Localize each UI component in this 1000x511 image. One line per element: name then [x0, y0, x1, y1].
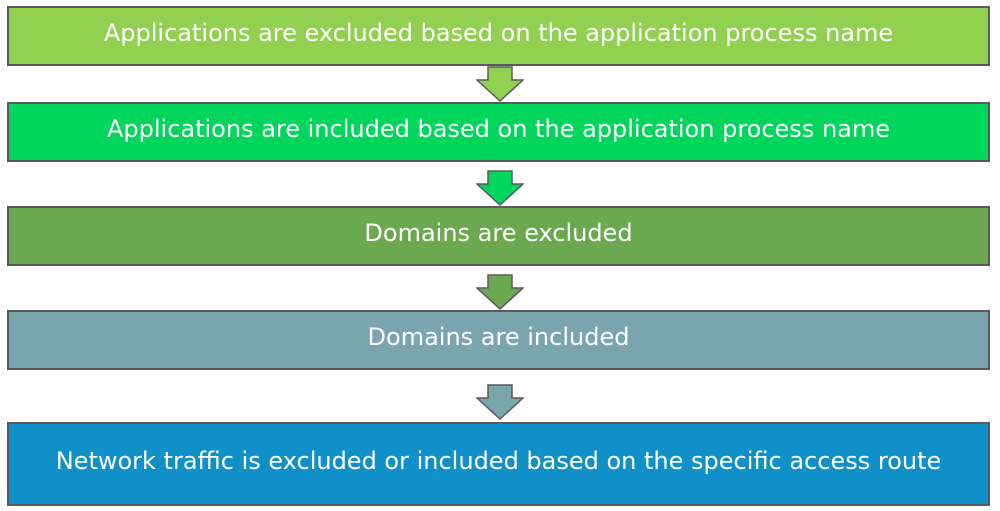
step-label: Network traffic is excluded or included … — [55, 447, 942, 475]
arrow-down-icon — [476, 66, 524, 102]
step-domains-excluded: Domains are excluded — [7, 206, 990, 266]
step-network-traffic: Network traffic is excluded or included … — [7, 422, 990, 506]
step-domains-included: Domains are included — [7, 310, 990, 370]
step-app-included: Applications are included based on the a… — [7, 102, 990, 162]
step-label: Applications are included based on the a… — [106, 115, 891, 143]
arrow-down-icon — [476, 384, 524, 420]
step-label: Applications are excluded based on the a… — [103, 19, 894, 47]
arrow-down-icon — [476, 170, 524, 206]
arrow-down-icon — [476, 274, 524, 310]
step-label: Domains are included — [367, 323, 630, 351]
step-app-excluded: Applications are excluded based on the a… — [7, 6, 990, 66]
step-label: Domains are excluded — [364, 219, 633, 247]
